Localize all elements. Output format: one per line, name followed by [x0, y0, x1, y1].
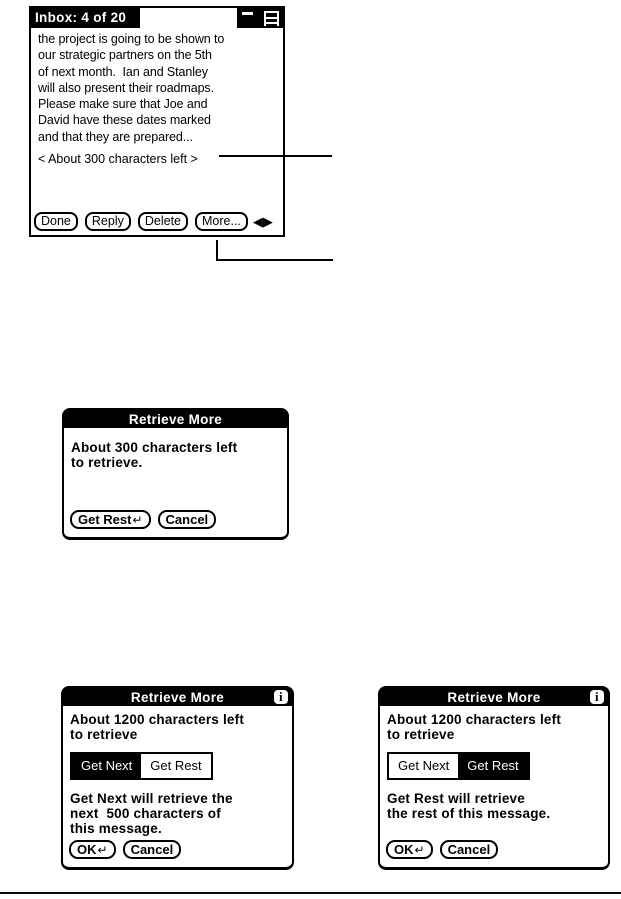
list-icon-bar: [266, 18, 277, 22]
retrieve-more-dialog: Retrieve More About 300 characters left …: [62, 408, 289, 540]
retrieve-mode-toggle: Get Next Get Rest: [70, 752, 213, 780]
get-rest-option[interactable]: Get Rest: [150, 758, 202, 773]
dialog-button-row: OK ↵ Cancel: [386, 840, 499, 859]
dialog-description: Get Rest will retrieve the rest of this …: [380, 780, 608, 821]
retrieve-mode-toggle: Get Next Get Rest: [387, 752, 530, 780]
titlebar-icon-box: [237, 8, 283, 28]
inbox-title: Inbox: 4 of 20: [31, 8, 141, 28]
dialog-message: About 1200 characters left to retrieve: [380, 706, 608, 742]
dialog-description-line: this message.: [70, 821, 162, 836]
titlebar-spacer: [140, 8, 237, 28]
get-rest-label: Get Rest: [78, 512, 132, 527]
callout-line-more-button: [216, 240, 333, 261]
info-tips-icon[interactable]: i: [274, 690, 288, 704]
dialog-message-line: About 1200 characters left: [387, 712, 562, 727]
callout-line-characters-left: [219, 155, 332, 157]
return-arrow-icon: ↵: [132, 512, 143, 527]
page-footer-rule: [0, 892, 621, 894]
dialog-description: Get Next will retrieve the next 500 char…: [63, 780, 292, 836]
message-scroll-arrows: ◀ ▶: [253, 215, 273, 228]
delete-button[interactable]: Delete: [137, 212, 188, 231]
retrieve-more-dialog-get-rest: Retrieve More i About 1200 characters le…: [378, 686, 610, 870]
get-rest-button[interactable]: Get Rest ↵: [70, 510, 151, 529]
dialog-title-bar: Retrieve More: [64, 410, 287, 428]
dialog-title: Retrieve More: [130, 689, 225, 705]
dialog-button-row: Get Rest ↵ Cancel: [70, 510, 217, 529]
menu-dash-icon[interactable]: [242, 12, 253, 15]
return-arrow-icon: ↵: [97, 842, 108, 857]
dialog-description-line: Get Next will retrieve the: [70, 791, 233, 806]
message-line: David have these dates marked: [38, 113, 211, 128]
dialog-description-line: the rest of this message.: [387, 806, 551, 821]
message-line: will also present their roadmaps.: [38, 80, 214, 95]
dialog-message-line: About 300 characters left: [71, 440, 238, 455]
dialog-message: About 1200 characters left to retrieve: [63, 706, 292, 742]
dialog-button-row: OK ↵ Cancel: [69, 840, 182, 859]
get-rest-option[interactable]: Get Rest: [458, 754, 528, 778]
message-line: and that they are prepared...: [38, 129, 193, 144]
message-line: the project is going to be shown to: [38, 32, 225, 46]
list-icon-bar: [266, 12, 277, 17]
dialog-message-line: to retrieve: [387, 727, 455, 742]
ok-button[interactable]: OK ↵: [69, 840, 116, 859]
more-button[interactable]: More...: [195, 212, 248, 231]
get-next-option[interactable]: Get Next: [72, 754, 142, 778]
list-icon-bar: [266, 23, 277, 27]
dialog-title-bar: Retrieve More i: [63, 688, 292, 706]
info-tips-icon[interactable]: i: [590, 690, 604, 704]
message-line: Please make sure that Joe and: [38, 97, 208, 112]
message-body: the project is going to be shown to our …: [38, 31, 224, 145]
get-next-option[interactable]: Get Next: [398, 758, 450, 773]
dialog-description-line: Get Rest will retrieve: [387, 791, 525, 806]
scroll-left-icon[interactable]: ◀: [252, 214, 263, 229]
message-line: our strategic partners on the 5th: [38, 48, 212, 63]
retrieve-more-dialog-get-next: Retrieve More i About 1200 characters le…: [61, 686, 294, 870]
ok-label: OK: [77, 842, 97, 857]
dialog-message-line: About 1200 characters left: [70, 712, 245, 727]
cancel-label: Cancel: [165, 512, 209, 527]
inbox-titlebar: Inbox: 4 of 20: [31, 8, 283, 28]
cancel-label: Cancel: [447, 842, 491, 857]
dialog-title: Retrieve More: [128, 411, 223, 427]
inbox-message-screen: Inbox: 4 of 20 the project is going to b…: [29, 6, 285, 237]
dialog-message-line: to retrieve: [70, 727, 138, 742]
done-button[interactable]: Done: [34, 212, 78, 231]
dialog-message-line: to retrieve.: [71, 455, 143, 470]
characters-left-status: < About 300 characters left >: [38, 152, 198, 166]
cancel-button[interactable]: Cancel: [157, 510, 217, 529]
message-list-icon[interactable]: [264, 10, 279, 27]
message-line: of next month. Ian and Stanley: [38, 64, 208, 79]
cancel-button[interactable]: Cancel: [122, 840, 182, 859]
inbox-button-row: Done Reply Delete More... ◀ ▶: [34, 212, 273, 231]
reply-button[interactable]: Reply: [84, 212, 131, 231]
return-arrow-icon: ↵: [414, 842, 425, 857]
dialog-title: Retrieve More: [447, 689, 541, 705]
ok-button[interactable]: OK ↵: [386, 840, 433, 859]
dialog-message: About 300 characters left to retrieve.: [64, 428, 287, 470]
dialog-description-line: next 500 characters of: [70, 806, 221, 821]
scroll-right-icon[interactable]: ▶: [262, 214, 273, 229]
cancel-button[interactable]: Cancel: [439, 840, 499, 859]
ok-label: OK: [394, 842, 414, 857]
dialog-title-bar: Retrieve More i: [380, 688, 608, 706]
cancel-label: Cancel: [130, 842, 174, 857]
